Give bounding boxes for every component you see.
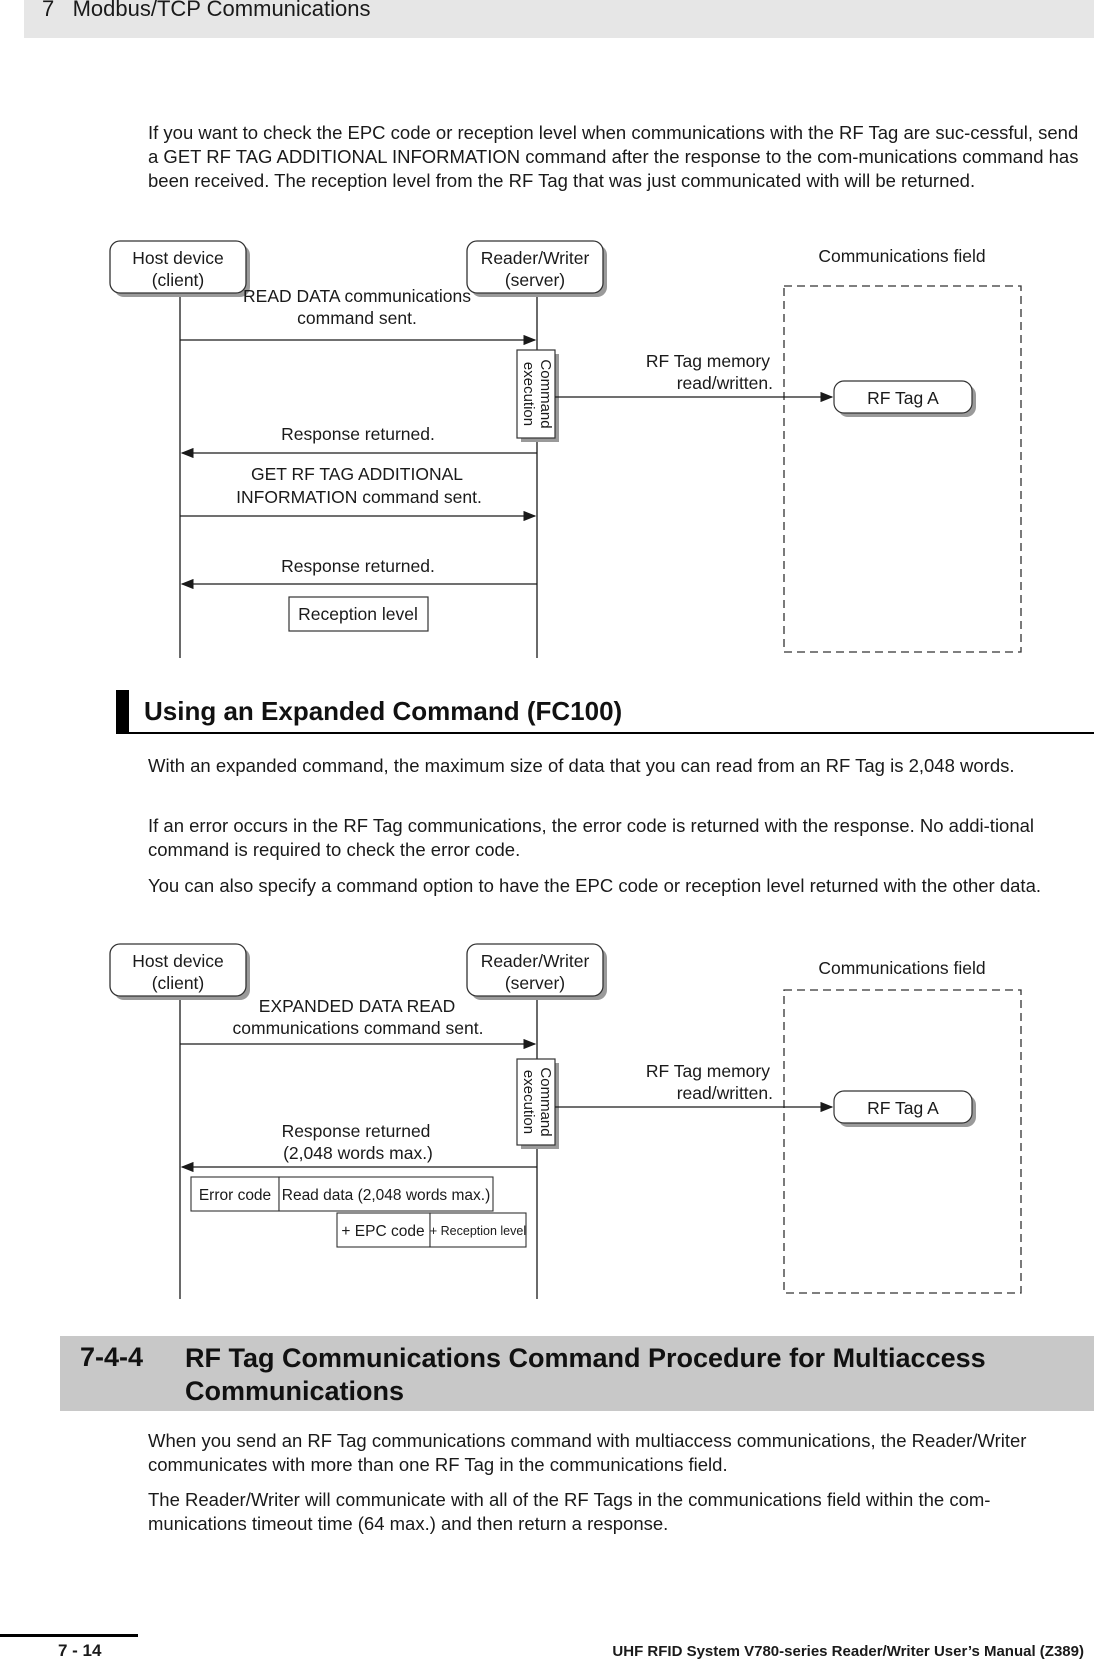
msg1-label-2: communications command sent. — [233, 1018, 484, 1038]
chapter-header-bar — [24, 0, 1094, 38]
communications-field-label: Communications field — [818, 958, 985, 978]
rw-label-2: (server) — [505, 973, 565, 993]
host-label-2: (client) — [152, 973, 205, 993]
subsection-paragraph-2: The Reader/Writer will communicate with … — [148, 1489, 991, 1534]
mem-label-1: RF Tag memory — [646, 1061, 770, 1081]
exec-label-1: Command — [537, 1067, 554, 1136]
subsection-title: RF Tag Communications Command Procedure … — [185, 1343, 986, 1406]
response-data-row-1: Error code Read data (2,048 words max.) — [190, 1176, 494, 1212]
mem-label-1: RF Tag memory — [646, 351, 770, 371]
section-heading: Using an Expanded Command (FC100) — [116, 690, 1094, 734]
page-number: 7 - 14 — [58, 1641, 102, 1660]
rf-tag-a-box: RF Tag A — [833, 1090, 976, 1127]
host-label-2: (client) — [152, 270, 205, 290]
reception-level-label: Reception level — [298, 604, 418, 624]
sequence-diagram-1: Host device (client) Reader/Writer (serv… — [0, 230, 1094, 662]
msg1-label-1: EXPANDED DATA READ — [259, 996, 455, 1016]
host-label-1: Host device — [132, 248, 223, 268]
section-paragraph-1: With an expanded command, the maximum si… — [148, 755, 1015, 776]
error-code-label: Error code — [199, 1187, 271, 1204]
command-execution-box: Command execution — [516, 1058, 559, 1149]
reader-writer-box: Reader/Writer (server) — [466, 943, 607, 1000]
msg1-label-1: READ DATA communications — [243, 286, 471, 306]
epc-code-label: + EPC code — [341, 1223, 424, 1240]
host-label-1: Host device — [132, 951, 223, 971]
sequence-diagram-2: Host device (client) Reader/Writer (serv… — [0, 933, 1094, 1303]
rf-tag-a-label: RF Tag A — [867, 1098, 939, 1118]
host-device-box: Host device (client) — [109, 240, 250, 297]
resp-label-2: (2,048 words max.) — [283, 1143, 433, 1163]
resp1-label: Response returned. — [281, 424, 435, 444]
rf-tag-a-box: RF Tag A — [833, 380, 976, 417]
mem-label-2: read/written. — [677, 1083, 773, 1103]
reader-writer-box: Reader/Writer (server) — [466, 240, 607, 297]
subsection-paragraph-1: When you send an RF Tag communications c… — [148, 1430, 1027, 1475]
rw-label-1: Reader/Writer — [481, 248, 590, 268]
msg2-label-2: INFORMATION command sent. — [236, 487, 482, 507]
subsection-heading: 7-4-4 RF Tag Communications Command Proc… — [60, 1336, 1094, 1411]
section-heading-bar — [116, 690, 129, 734]
exec-label-2: execution — [520, 362, 537, 426]
msg1-label-2: command sent. — [297, 308, 417, 328]
resp2-label: Response returned. — [281, 556, 435, 576]
reception-level-label: + Reception level — [430, 1224, 526, 1238]
rf-tag-a-label: RF Tag A — [867, 388, 939, 408]
subsection-number: 7-4-4 — [80, 1342, 144, 1372]
section-heading-rule — [129, 732, 1094, 734]
command-execution-box: Command execution — [516, 349, 559, 442]
mem-label-2: read/written. — [677, 373, 773, 393]
section-heading-text: Using an Expanded Command (FC100) — [144, 696, 623, 726]
rw-label-2: (server) — [505, 270, 565, 290]
exec-label-2: execution — [520, 1070, 537, 1134]
read-data-label: Read data (2,048 words max.) — [282, 1187, 491, 1204]
chapter-title: 7 Modbus/TCP Communications — [42, 0, 371, 21]
communications-field-label: Communications field — [818, 246, 985, 266]
rw-label-1: Reader/Writer — [481, 951, 590, 971]
communications-field-area — [783, 989, 1022, 1294]
reception-level-box: Reception level — [288, 596, 429, 632]
intro-paragraph: If you want to check the EPC code or rec… — [148, 122, 1079, 191]
resp-label-1: Response returned — [282, 1121, 431, 1141]
host-device-box: Host device (client) — [109, 943, 250, 1000]
section-paragraph-2: If an error occurs in the RF Tag communi… — [148, 815, 1035, 860]
exec-label-1: Command — [537, 359, 554, 428]
section-paragraph-3: You can also specify a command option to… — [148, 875, 1041, 896]
communications-field-area — [783, 285, 1022, 653]
manual-title: UHF RFID System V780-series Reader/Write… — [612, 1643, 1084, 1660]
msg2-label-1: GET RF TAG ADDITIONAL — [251, 464, 463, 484]
response-data-row-2: + EPC code + Reception level — [336, 1212, 527, 1248]
footer-rule — [0, 1634, 138, 1637]
